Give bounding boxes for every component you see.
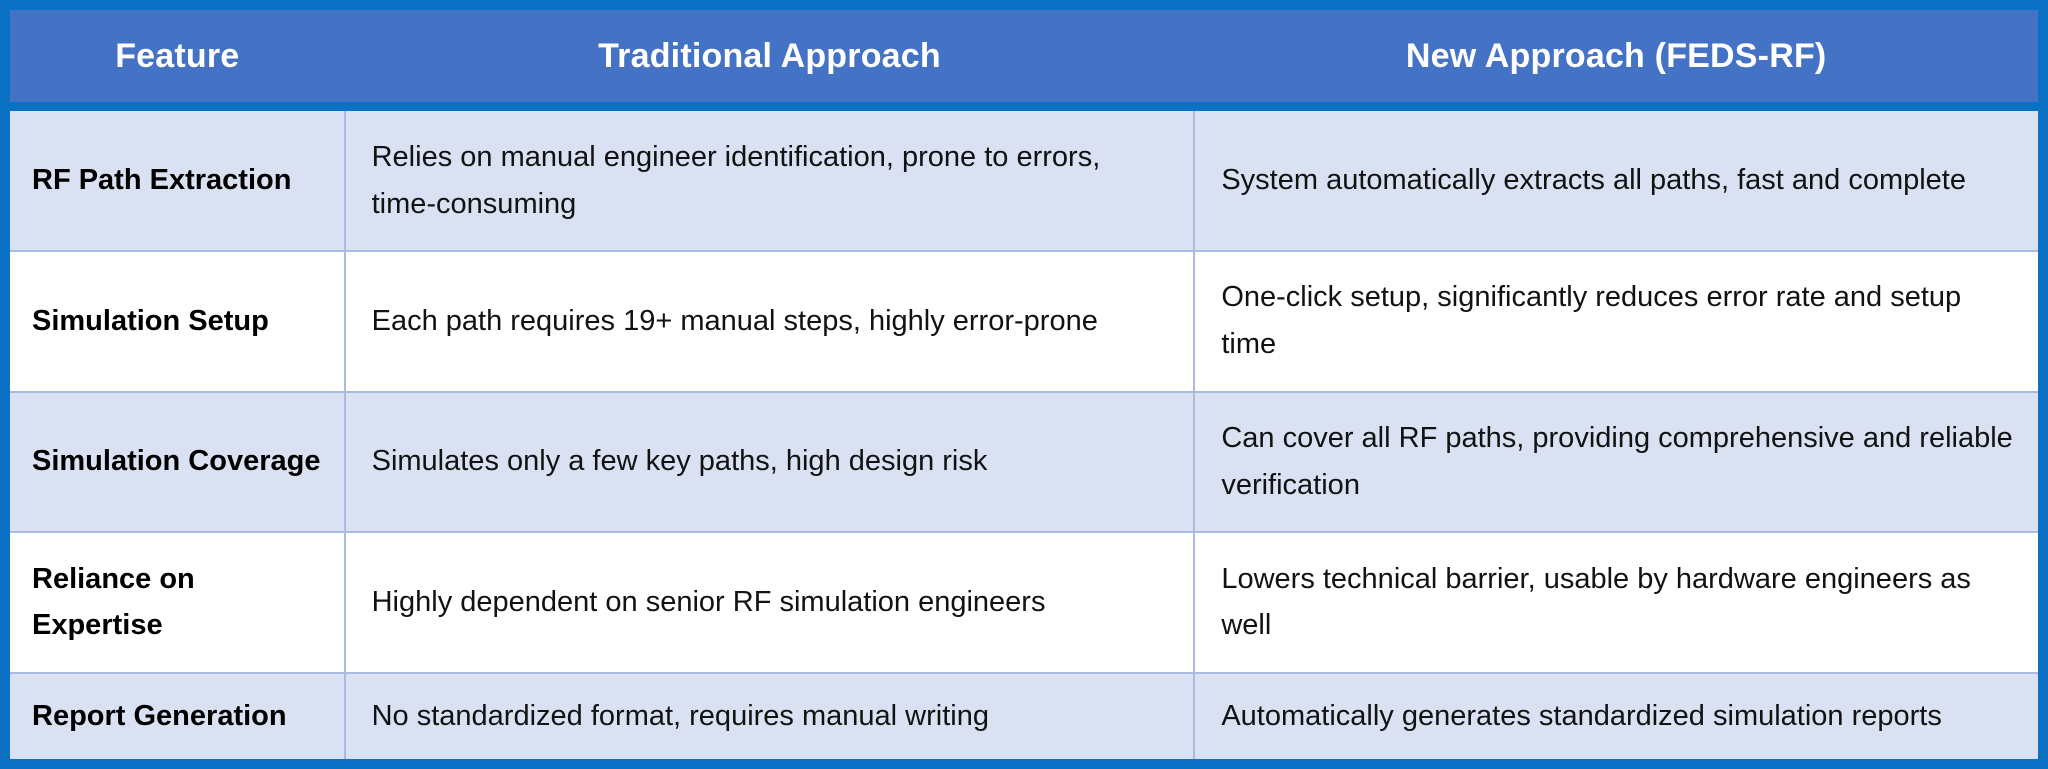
new-approach-cell: Can cover all RF paths, providing compre… [1193, 390, 2038, 534]
traditional-cell: Each path requires 19+ manual steps, hig… [343, 250, 1196, 393]
column-header-feature: Feature [10, 10, 345, 111]
table-header-row: Feature Traditional Approach New Approac… [10, 10, 2038, 111]
traditional-cell: Relies on manual engineer identification… [343, 106, 1196, 253]
new-approach-cell: One-click setup, significantly reduces e… [1193, 250, 2038, 393]
new-approach-cell: Lowers technical barrier, usable by hard… [1193, 531, 2038, 674]
table-row: Report Generation No standardized format… [10, 671, 2038, 759]
column-header-traditional: Traditional Approach [344, 10, 1195, 111]
traditional-cell: Highly dependent on senior RF simulation… [343, 531, 1196, 674]
feature-cell: Simulation Setup [10, 250, 346, 393]
comparison-table: Feature Traditional Approach New Approac… [10, 10, 2038, 759]
table-row: Simulation Setup Each path requires 19+ … [10, 250, 2038, 393]
column-header-new-approach: New Approach (FEDS-RF) [1194, 10, 2038, 111]
new-approach-cell: System automatically extracts all paths,… [1193, 106, 2038, 253]
traditional-cell: No standardized format, requires manual … [343, 671, 1196, 759]
table-row: Simulation Coverage Simulates only a few… [10, 390, 2038, 534]
traditional-cell: Simulates only a few key paths, high des… [343, 390, 1196, 534]
feature-cell: RF Path Extraction [10, 106, 346, 253]
feature-cell: Simulation Coverage [10, 390, 346, 534]
feature-cell: Report Generation [10, 671, 346, 759]
new-approach-cell: Automatically generates standardized sim… [1193, 671, 2038, 759]
table-row: RF Path Extraction Relies on manual engi… [10, 106, 2038, 253]
feature-cell: Reliance on Expertise [10, 531, 346, 674]
table-row: Reliance on Expertise Highly dependent o… [10, 531, 2038, 674]
